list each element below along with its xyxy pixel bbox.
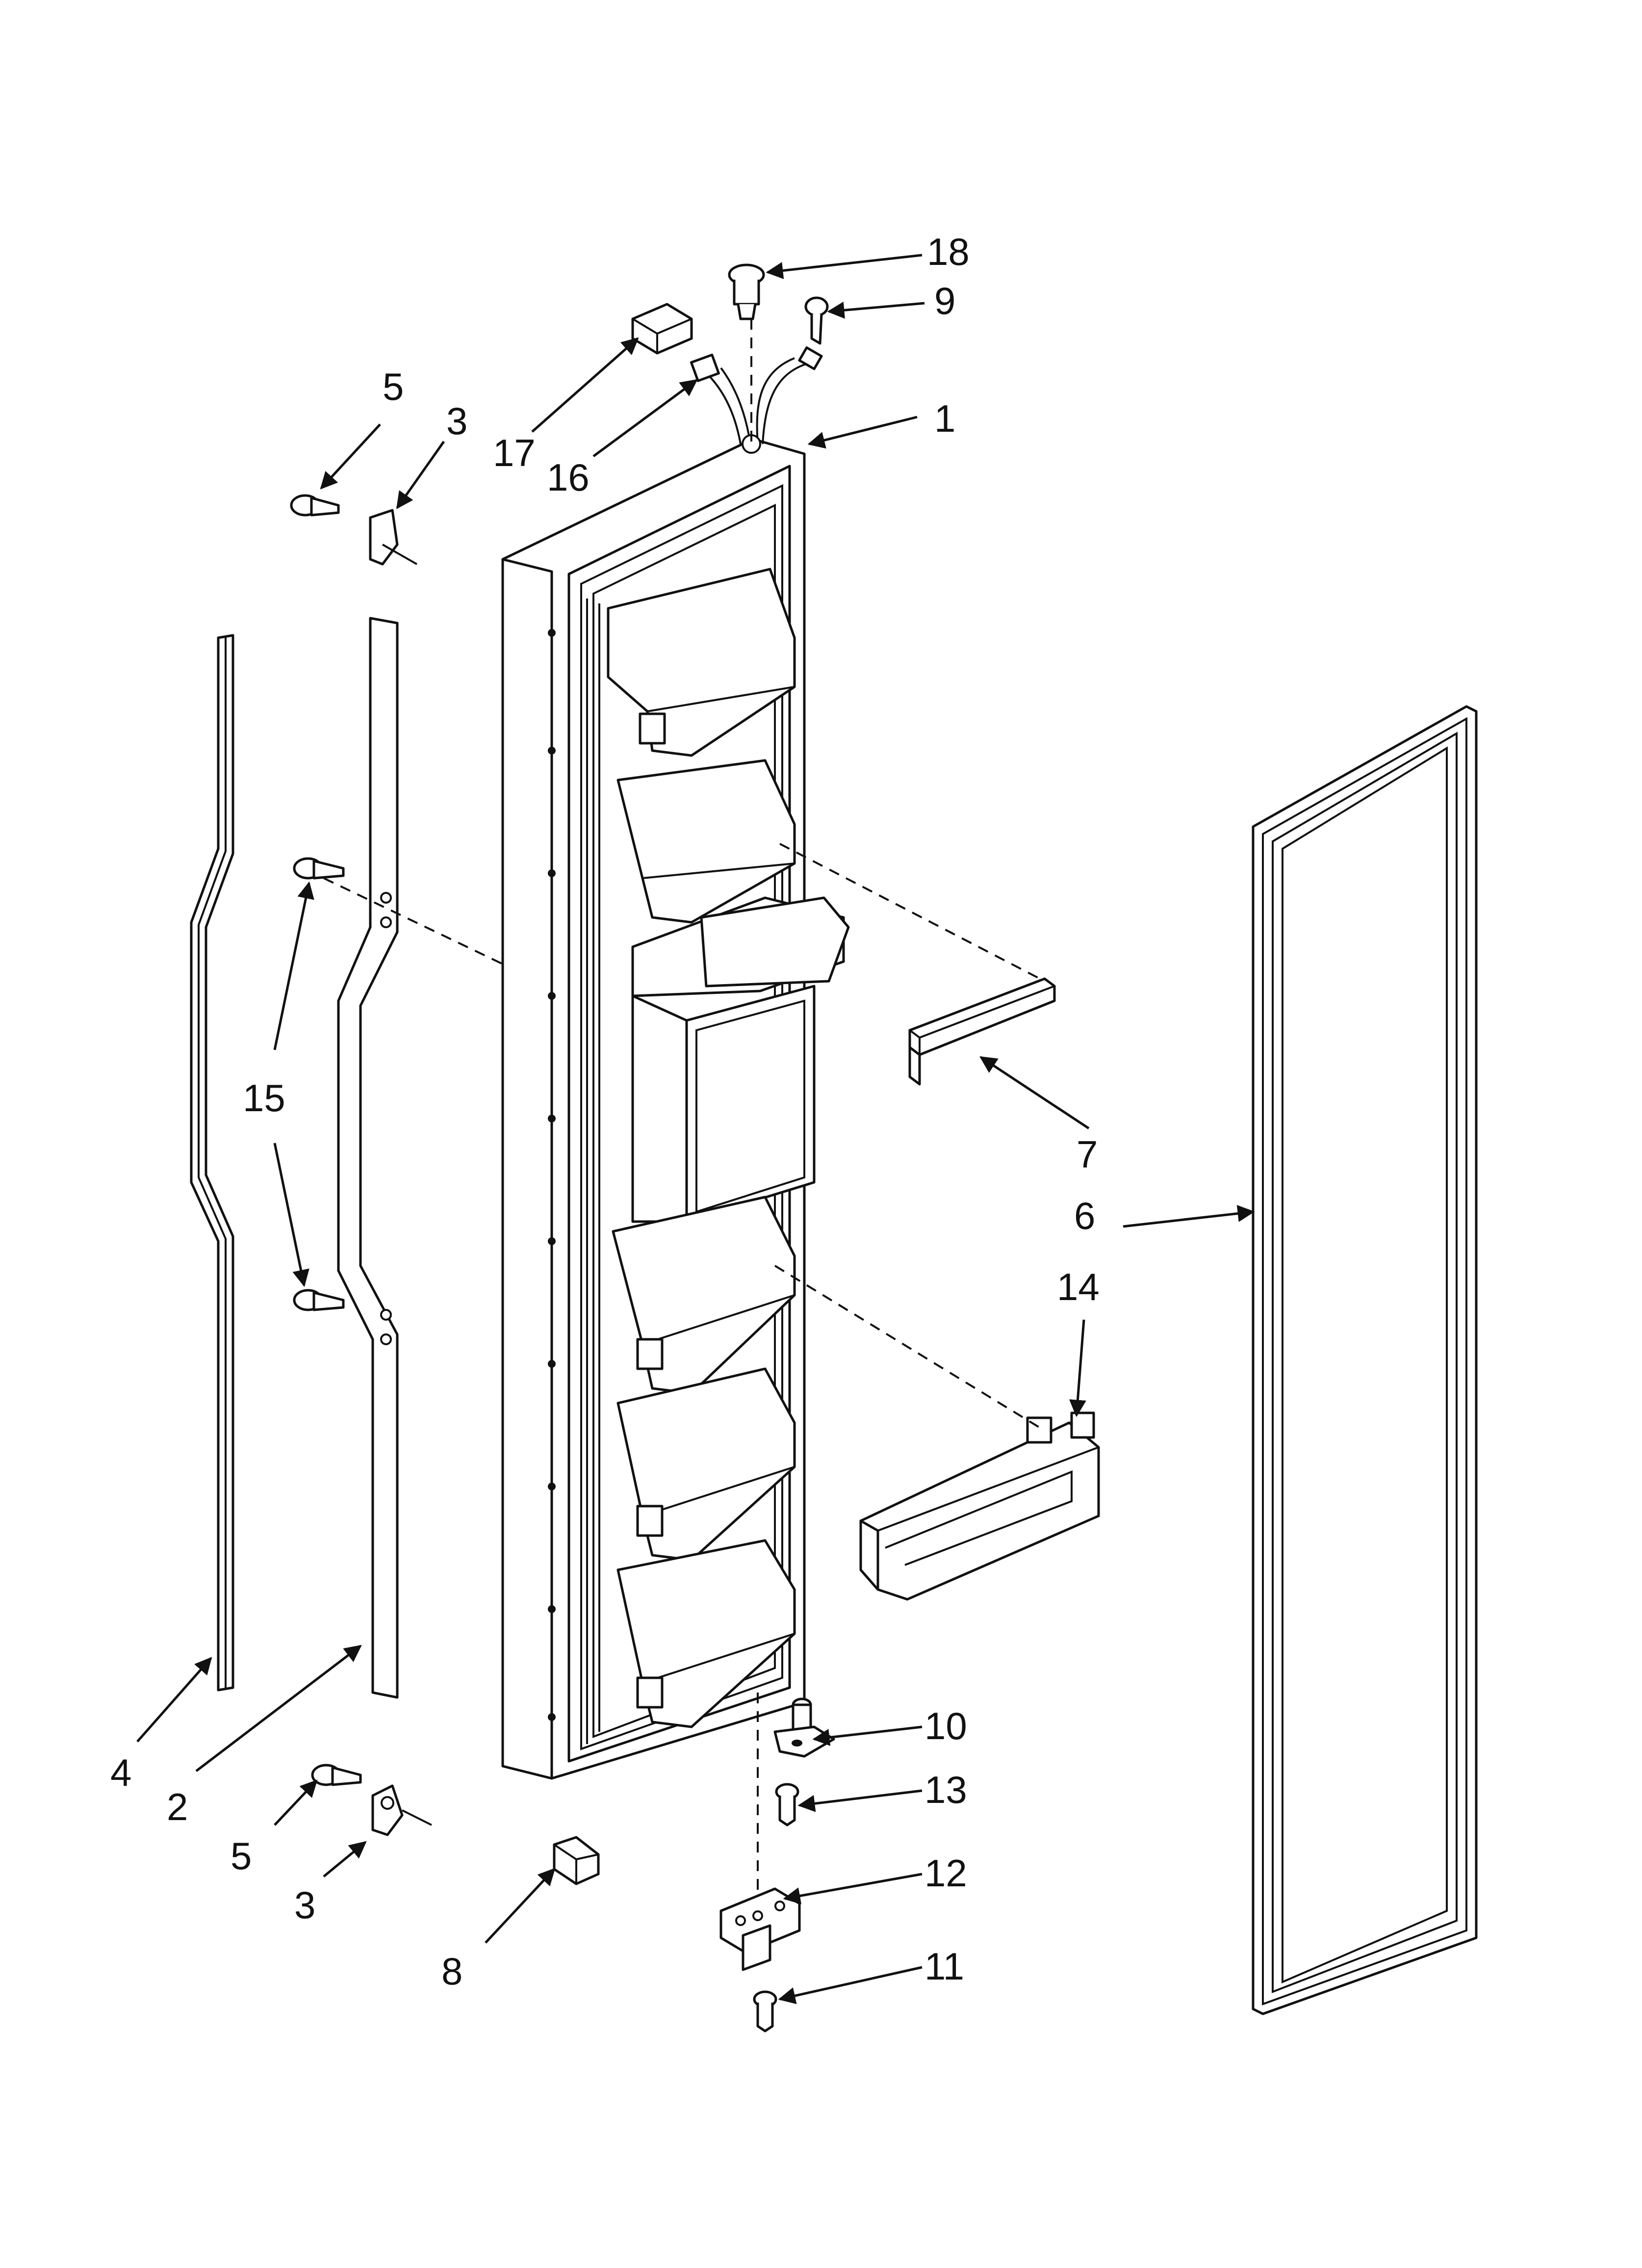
callout-14: 14 [1057,1265,1100,1308]
callout-7: 7 [1077,1133,1098,1176]
callout-5-bottom: 5 [231,1834,252,1877]
callout-9: 9 [934,279,955,322]
callout-labels: 18 9 1 17 16 5 3 15 7 6 14 10 13 12 11 4… [110,230,1100,1993]
end-cap-screw-top [290,494,340,517]
callout-11: 11 [924,1945,964,1988]
callout-17: 17 [493,431,536,474]
freezer-door-assembly [501,438,850,1780]
alignment-lines [323,319,1045,1894]
callout-leaders [136,254,1255,2005]
water-line-fitting [553,1836,600,1885]
dispenser-housing [631,896,850,1223]
wire-harness [690,346,823,454]
door-plug [728,263,765,320]
lower-shelf-bin-1 [612,1196,796,1395]
handle-screw-upper [293,857,345,880]
callout-4: 4 [110,1751,131,1794]
hinge-screw [775,1783,799,1826]
door-edge-holes [548,629,556,1721]
callout-16: 16 [547,456,590,499]
upper-shelf-bin-1 [607,568,796,757]
handle-screw-lower [293,1289,345,1311]
trim-strip [190,634,234,1692]
callout-2: 2 [167,1785,188,1828]
end-cap-screw-bottom [311,1764,362,1786]
door-bin [859,1411,1100,1601]
lower-shelf-bin-2 [616,1367,796,1562]
callout-5-top: 5 [383,365,404,408]
callout-13: 13 [924,1768,967,1811]
callout-18: 18 [927,230,970,273]
callout-15: 15 [243,1076,285,1120]
end-cap-bottom [371,1784,432,1836]
callout-10: 10 [924,1704,967,1747]
door-gasket [1252,705,1478,2015]
callout-1: 1 [934,397,955,440]
end-cap-top [369,509,417,566]
wire-connector [631,303,693,355]
bottom-hinge [719,1887,801,1971]
dispenser-rail [908,977,1056,1086]
callout-3-top: 3 [446,399,467,443]
hinge-mount-screw [753,1990,777,2033]
callout-8: 8 [441,1950,462,1993]
callout-12: 12 [924,1851,967,1895]
upper-shelf-bin-2 [616,759,796,924]
screw [804,296,829,345]
callout-3-bottom: 3 [294,1883,315,1927]
door-handle-mount [337,617,399,1699]
callout-6: 6 [1074,1194,1095,1237]
lower-shelf-bin-3 [616,1539,796,1728]
